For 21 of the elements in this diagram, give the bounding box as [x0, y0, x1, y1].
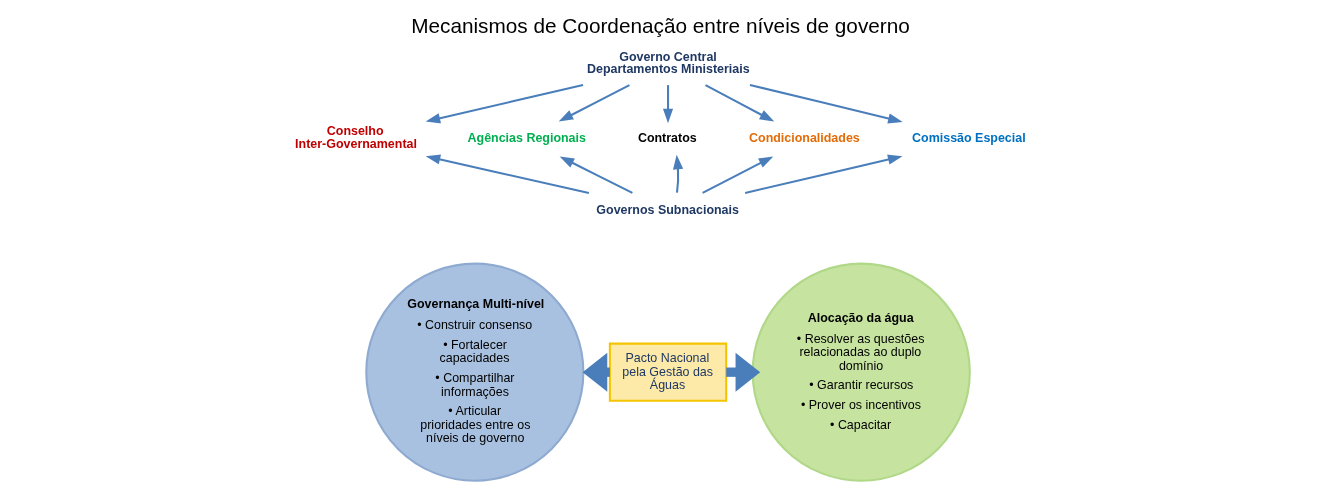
node-text: Condicionalidades: [748, 130, 860, 145]
node-text: Contratos: [637, 130, 697, 145]
node-text: Agências Regionais: [467, 130, 586, 145]
node-text: Conselho Inter-Governamental: [294, 124, 417, 151]
arrow: [744, 154, 902, 194]
arrow: [662, 85, 673, 124]
node-text: Governo Central Departamentos Ministeriais: [586, 49, 750, 77]
node-text: Comissão Especial: [911, 130, 1026, 145]
arrow: [425, 154, 589, 194]
node-circle: Governança Multi-nível • Construir consenso • Fortalecer capacidades • Compartilhar informações • Articular prioridades entre os níveis de governo: [364, 262, 584, 482]
arrow: [749, 84, 903, 124]
node-circle: Alocação da água • Resolver as questões relacionadas ao duplo domínio • Garantir recursos • Prover os incentivos • Capacitar: [751, 262, 971, 482]
arrow: [701, 156, 773, 194]
arrow: [559, 156, 633, 194]
diagram-title: Mecanismos de Coordenação entre níveis de governo: [410, 14, 910, 38]
node-box: Pacto Nacional pela Gestão das Águas: [608, 342, 727, 402]
node-text: Governos Subnacionais: [595, 203, 739, 218]
arrow: [672, 154, 683, 193]
arrow: [704, 84, 774, 122]
arrow: [425, 84, 583, 124]
arrow: [558, 84, 630, 122]
